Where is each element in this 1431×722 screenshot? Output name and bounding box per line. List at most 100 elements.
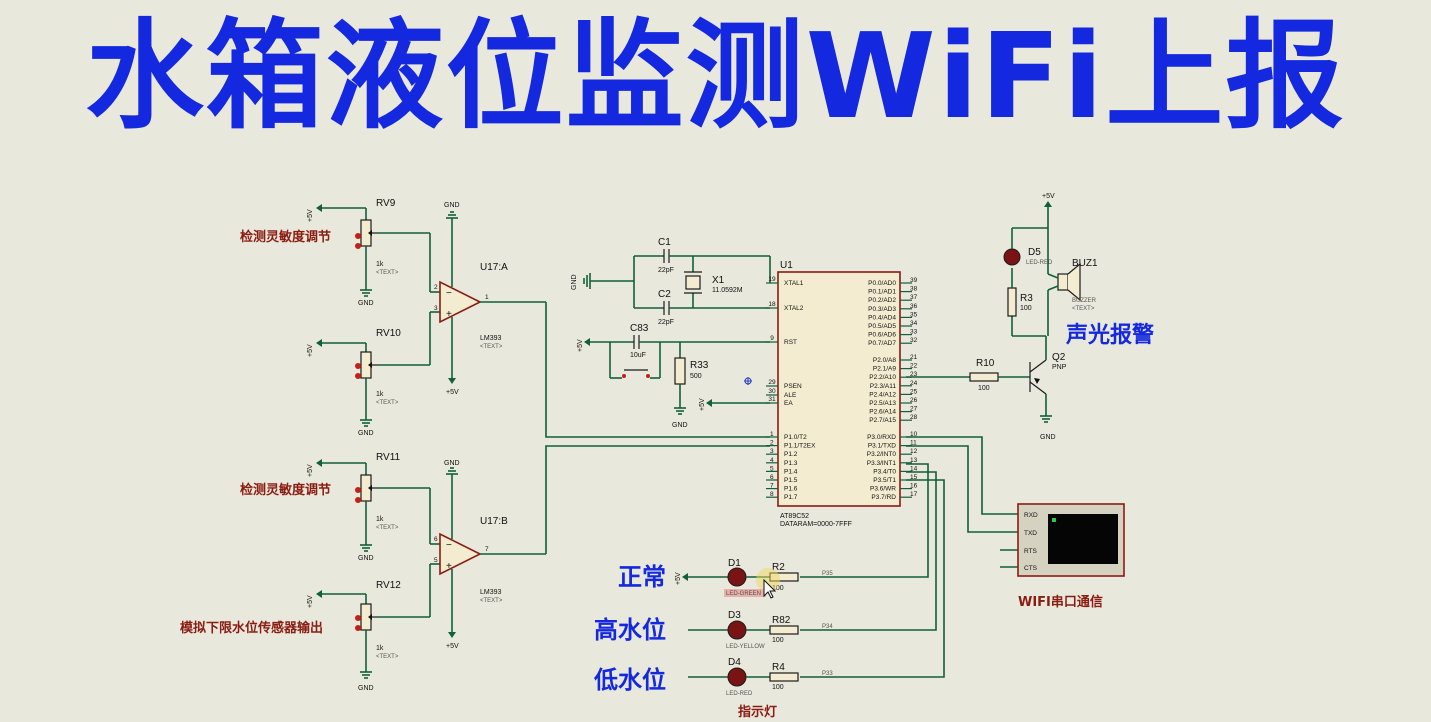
svg-text:GND: GND [1040,434,1056,441]
svg-text:GND: GND [444,460,460,467]
svg-text:1k: 1k [376,391,384,398]
mcu-pin-num: 6 [770,474,774,481]
mcu-pin-num: 7 [770,483,774,490]
mcu-pin-num: 19 [768,276,776,283]
svg-text:LED-YELLOW: LED-YELLOW [726,644,765,650]
alarm-circuit[interactable]: GND +5V R10 100 Q2 PNP R3 100 D5 LED-RED… [906,193,1098,441]
sens-label-2: 检测灵敏度调节 [240,482,331,498]
led-high[interactable]: D3 LED-YELLOW R82 100 P34 [688,610,833,650]
mcu-pin-num: 32 [910,337,918,344]
c83-ref: C83 [630,323,649,334]
mcu-pin-num: 12 [910,448,918,455]
svg-text:+5V: +5V [446,643,459,650]
crystal-circuit[interactable]: GND C1 22pF C2 22pF X1 11.0592M [571,237,771,326]
svg-text:<TEXT>: <TEXT> [376,654,399,660]
svg-text:RTS: RTS [1024,548,1038,555]
opamp-u17a[interactable]: −+ GND +5V U17:A LM393 <TEXT> 2 3 1 [378,202,546,396]
mcu-pin-name: P0.1/AD1 [868,289,896,296]
rv11-ref: RV11 [376,452,401,463]
svg-text:LED-GREEN: LED-GREEN [726,591,761,597]
svg-text:GND: GND [444,202,460,209]
mcu-pin-num: 13 [910,457,918,464]
rv9-ref: RV9 [376,198,396,209]
mcu-pin-num: 23 [910,371,918,378]
svg-text:+5V: +5V [307,595,314,608]
reset-circuit[interactable]: +5V GND C83 10uF R33 500 [577,323,770,429]
mcu-pin-num: 26 [910,397,918,404]
mcu-pin-num: 15 [910,474,918,481]
svg-text:RXD: RXD [1024,512,1038,519]
mcu-pin-num: 16 [910,483,918,490]
rv9-gnd: GND [358,289,374,307]
rv9-pot[interactable]: +5V RV9 1k <TEXT> [307,198,399,290]
c2-ref: C2 [658,289,671,300]
svg-text:100: 100 [772,684,784,691]
mcu-pin-name: P2.3/A11 [870,383,897,390]
u17b-ref: U17:B [480,516,508,527]
mcu-pin-name: PSEN [784,383,802,390]
high-label: 高水位 [594,616,666,644]
mcu-pin-name: P0.7/AD7 [868,340,896,347]
svg-text:LM393: LM393 [480,335,502,342]
mcu-pin-num: 22 [910,363,918,370]
rv10-pot[interactable]: +5V RV10 1k <TEXT> [307,328,401,420]
mcu-pin-name: P3.4/T0 [873,468,896,475]
mcu-pin-num: 36 [910,303,918,310]
rv10-ref: RV10 [376,328,401,339]
svg-text:22pF: 22pF [658,319,674,326]
mcu-pin-name: P2.0/A8 [873,357,897,364]
mcu-pin-name: XTAL2 [784,305,804,312]
mcu-pin-name: P2.6/A14 [869,409,896,416]
mcu-pin-num: 9 [770,335,774,342]
mcu-pin-num: 24 [910,380,918,387]
mcu-pin-num: 14 [910,465,918,472]
mcu-note: DATARAM=0000-7FFF [780,521,852,528]
mcu-pin-name: P2.1/A9 [873,366,897,373]
svg-text:5: 5 [434,557,438,564]
led-normal[interactable]: +5V D1 LED-GREEN R2 100 P35 [675,558,833,599]
opamp-u17b[interactable]: −+ GND +5V U17:B LM393 <TEXT> 6 5 7 [378,460,546,650]
svg-text:100: 100 [1020,305,1032,312]
mcu-pin-num: 28 [910,414,918,421]
mcu-pin-num: 17 [910,491,918,498]
rv11-pot[interactable]: +5V RV11 1k <TEXT> [307,452,401,545]
mcu-pin-name: P0.2/AD2 [868,297,896,304]
mcu-pin-name: P0.4/AD4 [868,314,896,321]
mcu-u1[interactable]: U1 AT89C52 DATARAM=0000-7FFF 19XTAL118XT… [766,260,918,528]
svg-text:<TEXT>: <TEXT> [1072,306,1095,312]
svg-text:CTS: CTS [1024,565,1038,572]
svg-text:LED-RED: LED-RED [1026,260,1053,266]
r4-ref: R4 [772,662,785,673]
low-label: 低水位 [593,666,666,694]
r3-ref: R3 [1020,293,1033,304]
buz1-ref: BUZ1 [1072,258,1098,269]
indicator-label: 指示灯 [738,704,777,720]
svg-text:100: 100 [772,637,784,644]
wifi-terminal[interactable]: RXD TXD RTS CTS [906,436,1125,577]
svg-text:500: 500 [690,373,702,380]
mcu-pin-name: P0.3/AD3 [868,306,896,313]
led-low[interactable]: D4 LED-RED R4 100 P33 [688,657,833,697]
mcu-pin-num: 30 [768,388,776,395]
mcu-pin-num: 29 [768,379,776,386]
mcu-pin-num: 37 [910,294,918,301]
rv12-pot[interactable]: +5V RV12 1k <TEXT> [307,580,401,672]
svg-text:100: 100 [978,385,990,392]
svg-text:P35: P35 [822,571,833,577]
mcu-pin-name: P1.2 [784,451,798,458]
mcu-pin-num: 10 [910,431,918,438]
svg-text:7: 7 [485,546,489,553]
mcu-ref: U1 [780,260,793,271]
svg-text:<TEXT>: <TEXT> [480,598,503,604]
alarm-label: 声光报警 [1065,323,1154,348]
svg-text:22pF: 22pF [658,267,674,274]
svg-text:PNP: PNP [1052,364,1067,371]
mcu-pin-name: P3.0/RXD [867,434,896,441]
sim-sensor-label: 模拟下限水位传感器输出 [180,620,323,636]
svg-text:−: − [446,540,452,551]
mcu-pin-name: P3.6/WR [870,486,896,493]
mcu-pin-num: 31 [768,396,776,403]
svg-text:GND: GND [672,422,688,429]
svg-text:1k: 1k [376,516,384,523]
svg-text:<TEXT>: <TEXT> [376,525,399,531]
